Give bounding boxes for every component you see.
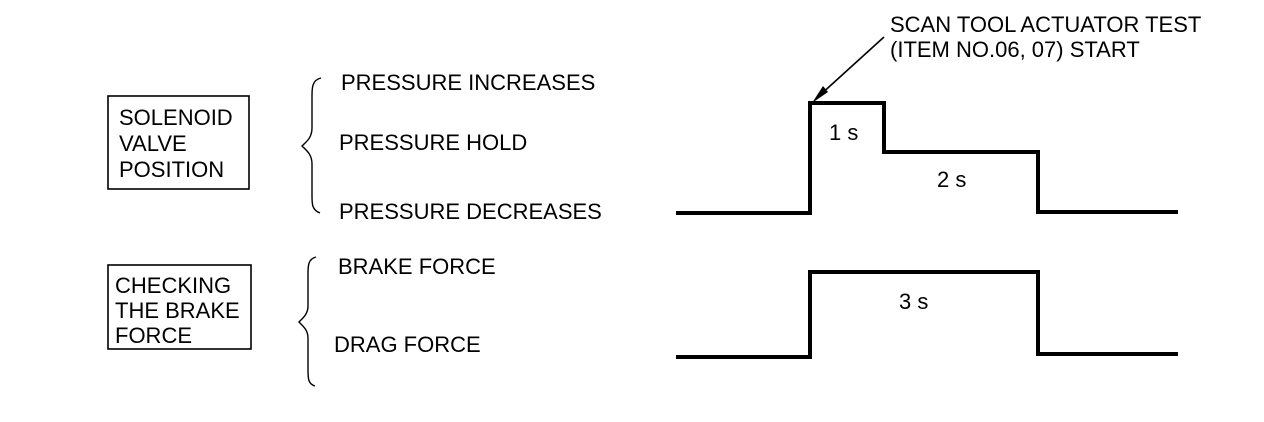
annotation-line-2: (ITEM NO.06, 07) START xyxy=(890,37,1140,62)
brake-box-line-2: THE BRAKE xyxy=(115,298,240,323)
duration-2s: 2 s xyxy=(937,167,966,192)
solenoid-waveform xyxy=(676,101,1178,215)
level-drag-force: DRAG FORCE xyxy=(334,332,481,357)
level-pressure-decreases: PRESSURE DECREASES xyxy=(339,199,602,224)
brake-box-line-1: CHECKING xyxy=(115,273,231,298)
level-pressure-hold: PRESSURE HOLD xyxy=(339,130,527,155)
solenoid-brace xyxy=(301,77,322,214)
brake-box-line-3: FORCE xyxy=(115,323,192,348)
solenoid-box-line-3: POSITION xyxy=(119,157,224,182)
duration-1s: 1 s xyxy=(829,120,858,145)
annotation-arrow xyxy=(812,36,885,103)
brake-waveform xyxy=(676,270,1178,359)
brake-brace xyxy=(298,256,317,387)
level-pressure-increases: PRESSURE INCREASES xyxy=(341,70,595,95)
brake-label-box: CHECKING THE BRAKE FORCE xyxy=(107,264,252,350)
annotation-line-1: SCAN TOOL ACTUATOR TEST xyxy=(890,12,1201,37)
solenoid-box-line-2: VALVE xyxy=(119,131,187,156)
level-brake-force: BRAKE FORCE xyxy=(338,254,496,279)
solenoid-label-box: SOLENOID VALVE POSITION xyxy=(107,95,250,190)
duration-3s: 3 s xyxy=(899,289,928,314)
solenoid-box-line-1: SOLENOID xyxy=(119,105,233,130)
